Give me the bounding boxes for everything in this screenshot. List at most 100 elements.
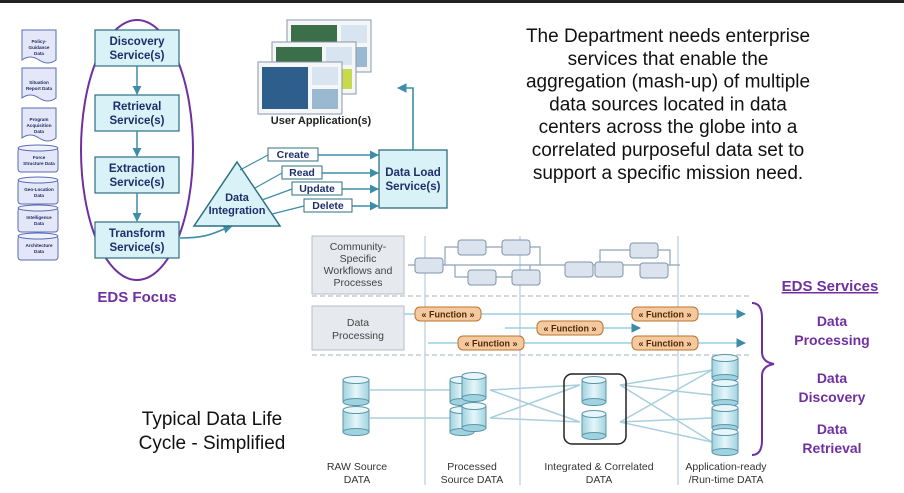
- integrated-data-cylinder: [581, 376, 607, 406]
- application-screen: [257, 61, 343, 115]
- service-label-line: Service(s): [110, 177, 165, 189]
- eds-service-item-line: Processing: [794, 332, 869, 348]
- data-load-box: [378, 149, 448, 209]
- source-label-line: Force: [33, 155, 46, 160]
- source-label-line: Data: [34, 249, 44, 254]
- cylinder-top: [711, 428, 739, 436]
- eds-services-title: EDS Services: [782, 278, 879, 295]
- database-top-icon: [17, 176, 59, 184]
- workflow-step: [594, 261, 624, 278]
- eds-service-item-line: Data: [817, 313, 848, 329]
- stage-label-line: Application-ready: [685, 461, 767, 473]
- crud-label: Delete: [312, 200, 344, 212]
- processed-data-cylinder: [461, 402, 487, 432]
- raw-data-cylinder: [342, 376, 370, 406]
- database-top-icon: [17, 204, 59, 212]
- integration-connector: [261, 188, 293, 201]
- data-integration-label-line: Integration: [209, 205, 266, 217]
- top-border: [0, 0, 904, 3]
- data-flow-line: [619, 384, 713, 443]
- stage-label-line: DATA: [586, 474, 612, 486]
- stage-label-line: DATA: [344, 474, 370, 486]
- data-load-label-line: Service(s): [386, 181, 441, 193]
- crud-label: Create: [277, 149, 310, 161]
- document-icon: [21, 107, 57, 142]
- eds-service-item-line: Data: [817, 421, 848, 437]
- cylinder-top: [711, 354, 739, 362]
- cylinder-bottom: [711, 448, 739, 456]
- data-integration-label-line: Data: [225, 192, 250, 204]
- crud-box: [303, 198, 353, 213]
- function-box-rect: [414, 306, 482, 322]
- source-label-line: Program: [30, 117, 49, 122]
- cylinder-bottom: [342, 398, 370, 406]
- processed-data-cylinder: [461, 372, 487, 402]
- integrated-data-cylinder: [581, 410, 607, 440]
- cylinder-bottom: [342, 428, 370, 436]
- crud-label: Update: [299, 183, 335, 195]
- database-top-icon: [17, 144, 59, 152]
- function-label: « Function »: [421, 310, 474, 320]
- raw-data-cylinder: [342, 406, 370, 436]
- function-box: « Function »: [457, 335, 525, 351]
- runtime-data-cylinder: [711, 354, 739, 382]
- database-top-icon: [17, 232, 59, 240]
- function-label: « Function »: [543, 324, 596, 334]
- data-flow-line: [489, 389, 581, 423]
- workflow-step: [467, 269, 497, 286]
- stage-label-line: Processed: [447, 461, 497, 473]
- user-application-label: User Application(s): [271, 115, 372, 127]
- crud-box: [281, 165, 323, 180]
- workflow-step: [457, 239, 487, 256]
- service-label-line: Transform: [109, 228, 165, 240]
- data-integration-triangle: [192, 160, 282, 227]
- eds-focus-label: EDS Focus: [97, 289, 176, 306]
- integration-connector: [271, 205, 305, 215]
- lifecycle-title-text-line: Typical Data Life: [142, 409, 282, 430]
- function-box: « Function »: [536, 320, 604, 336]
- runtime-data-cylinder: [711, 428, 739, 456]
- source-label-line: Intelligence: [26, 215, 52, 220]
- database-icon: [17, 179, 59, 205]
- service-box-rect: [94, 221, 180, 259]
- function-box: « Function »: [414, 306, 482, 322]
- source-label-line: Report Data: [26, 86, 52, 91]
- community-row-label-line: Community-: [330, 241, 387, 253]
- community-row-label-line: Processes: [333, 277, 382, 289]
- function-label: « Function »: [638, 310, 691, 320]
- statement-line-text-line: support a specific mission need.: [533, 163, 803, 184]
- eds-focus-ellipse: [80, 19, 194, 281]
- screen-panel: [312, 89, 338, 109]
- function-box-rect: [631, 335, 699, 351]
- service-label-line: Service(s): [110, 115, 165, 127]
- community-row-label-box: [311, 235, 405, 295]
- function-label: « Function »: [638, 339, 691, 349]
- statement-line-text-line: data sources located in data: [549, 94, 787, 115]
- source-label-line: Structure Data: [23, 161, 55, 166]
- stage-label-line: RAW Source: [327, 461, 387, 473]
- source-label-line: Data: [34, 221, 44, 226]
- data-flow-line: [489, 417, 581, 423]
